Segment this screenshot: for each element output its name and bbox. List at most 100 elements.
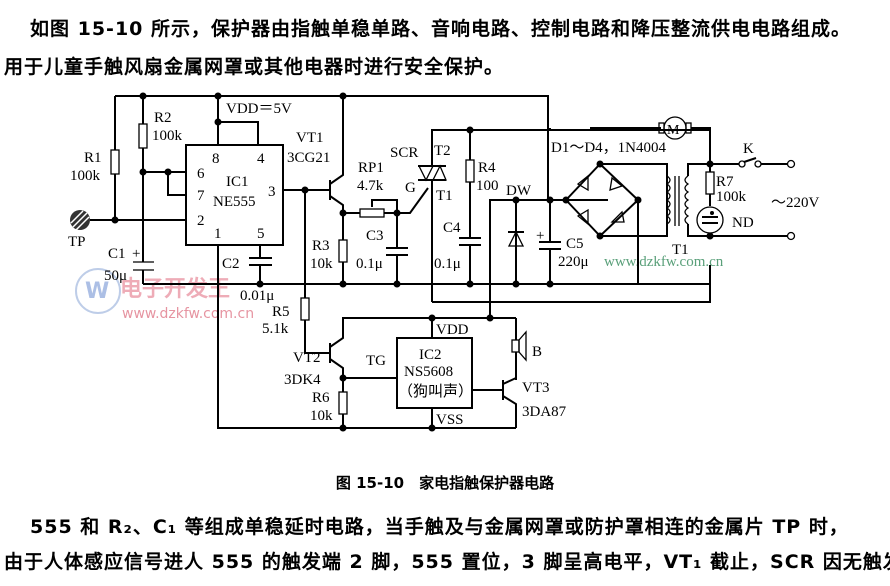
rp1-value: 4.7k [357,178,384,194]
svg-text:4: 4 [257,151,265,167]
svg-text:W: W [85,279,109,304]
r3-name: R3 [312,238,330,254]
ic2-ns5608 [396,314,473,432]
scr-t2: T2 [434,143,451,159]
svg-text:2: 2 [197,213,205,229]
intro-line-2: 用于儿童手触风扇金属网罩或其他电器时进行安全保护。 [4,56,505,78]
r1-name: R1 [84,150,102,166]
motor: M [549,116,711,164]
c5-capacitor: + [536,200,561,284]
c4-name: C4 [443,220,461,236]
r2-name: R2 [154,110,172,126]
ic1-part: NE555 [213,194,256,210]
r6-value: 10k [310,408,333,424]
c3-name: C3 [366,228,384,244]
c1-value: 50μ [104,268,127,284]
svg-text:+: + [132,246,140,262]
r3-resistor [338,209,348,284]
ic2-vdd: VDD [436,322,469,338]
svg-text:5: 5 [257,226,265,242]
c5-name: C5 [566,236,584,252]
vt1-part: 3CG21 [287,150,330,166]
circuit-diagram: W 电子开发王 www.dzkfw.com.cn www.dzkfw.com.c… [68,92,820,432]
tg-label: TG [366,353,386,369]
scr-triac [405,129,470,302]
watermark-logo: W [75,268,121,314]
body-line-2: 由于人体感应信号进人 555 的触发端 2 脚，555 置位，3 脚呈高电平，V… [4,551,890,573]
watermark-url-left: www.dzkfw.com.cn [122,306,254,322]
ic1-name: IC1 [226,174,249,190]
ic2-name: IC2 [419,347,442,363]
watermark-url-right: www.dzkfw.com.cn [604,254,724,270]
touch-plate[interactable] [70,210,90,231]
watermark-brand: 电子开发王 [120,276,230,302]
r2-value: 100k [152,128,183,144]
k-label: K [743,141,754,157]
vdd-label: VDD＝5V [226,101,292,117]
r5-resistor [300,190,330,354]
r4-value: 100 [476,178,499,194]
c1-name: C1 [108,246,126,262]
r5-value: 5.1k [262,321,289,337]
r7-name: R7 [716,174,734,190]
ic1-ne555: 8 4 6 7 3 2 1 5 [185,96,284,246]
svg-text:+: + [536,228,544,244]
ic2-vss: VSS [436,412,464,428]
svg-text:M: M [667,123,680,138]
c2-value: 0.01μ [240,288,274,304]
vt2-part: 3DK4 [284,372,321,388]
speaker-b [511,318,527,380]
svg-text:6: 6 [197,166,205,182]
body-line-1: 555 和 R₂、C₁ 等组成单稳延时电路，当手触及与金属网罩或防护罩相连的金属… [30,516,849,538]
vt3-transistor [472,377,517,428]
c5-value: 220μ [558,254,589,270]
c3-value: 0.1μ [356,256,383,272]
scr-gate: G [405,180,416,196]
dw-name: DW [506,183,532,199]
r6-resistor [338,378,348,428]
c3-capacitor [386,213,408,284]
vt2-name: VT2 [293,350,321,366]
r7-resistor [705,160,715,206]
scr-name: SCR [390,145,418,161]
vt1-name: VT1 [296,130,324,146]
r4-resistor [465,126,710,238]
r2-resistor [138,96,148,262]
mains-terminal-2 [786,231,796,241]
rp1-potentiometer [343,199,405,218]
svg-text:7: 7 [197,188,205,204]
r5-name: R5 [272,304,290,320]
mains-terminal-1 [786,159,796,169]
ic2-part: NS5608 [404,364,453,380]
switch-k[interactable] [710,157,788,168]
c4-value: 0.1μ [434,256,461,272]
bridge-rectifier [562,160,668,284]
nd-label: ND [732,215,754,231]
r7-value: 100k [716,189,747,205]
intro-line-1: 如图 15-10 所示，保护器由指触单稳单路、音响电路、控制电路和降压整流供电电… [30,18,851,40]
c2-name: C2 [222,256,240,272]
c2-capacitor [249,245,272,288]
supply-rail [115,92,549,200]
r6-name: R6 [312,390,330,406]
transformer-t1 [665,163,710,237]
svg-text:1: 1 [214,226,222,242]
tp-label: TP [68,234,86,250]
bridge-label: D1～D4，1N4004 [551,140,666,156]
r4-name: R4 [478,160,496,176]
svg-text:3: 3 [268,184,276,200]
scr-t1: T1 [436,188,453,204]
mains-label: ～220V [771,195,820,211]
rp1-name: RP1 [358,160,384,176]
vt3-part: 3DA87 [522,404,567,420]
c4-capacitor [459,237,481,284]
t1-label: T1 [672,242,689,258]
r1-value: 100k [70,168,101,184]
figure-caption: 图 15-10 家电指触保护器电路 [335,474,555,492]
svg-text:8: 8 [212,151,220,167]
c1-capacitor: + [132,246,218,285]
ic2-note: （狗叫声） [398,382,473,400]
r1-resistor [110,96,120,224]
b-label: B [532,344,542,360]
neon-lamp [696,206,724,240]
